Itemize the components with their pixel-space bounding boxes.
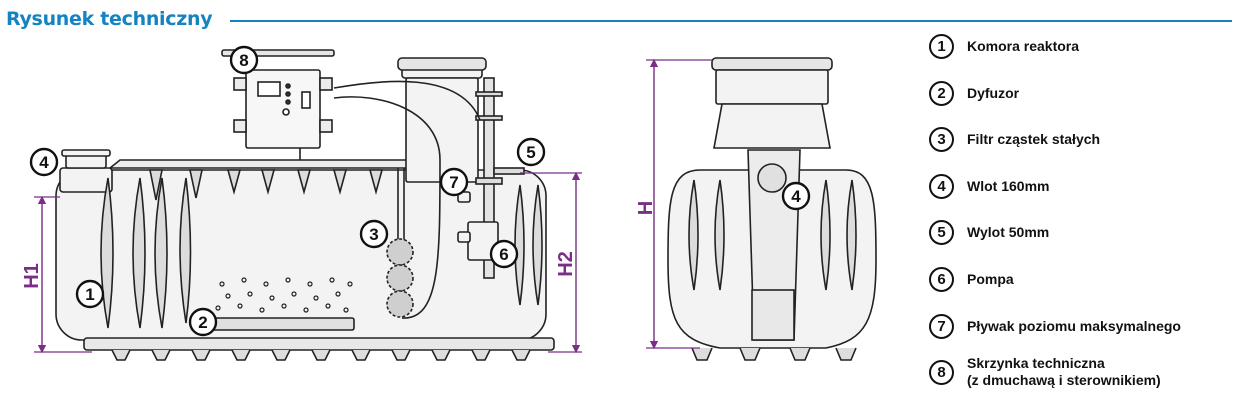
front-ribs (688, 179, 857, 291)
section-title: Rysunek techniczny (6, 8, 213, 30)
tank-feet (83, 337, 555, 361)
front-inlet-opening (757, 163, 787, 193)
inlet-pipe (59, 149, 113, 193)
callout-8: 8 (229, 45, 259, 75)
dimension-h1: H1 (21, 195, 92, 354)
legend-badge-6: 6 (929, 266, 954, 292)
svg-text:7: 7 (449, 173, 458, 192)
front-tower-ring (715, 69, 829, 105)
callout-6: 6 (489, 239, 519, 269)
legend-badge-1: 1 (929, 33, 954, 59)
legend-item-8: 8 Skrzynka techniczna (z dmuchawą i ster… (929, 352, 1161, 392)
tank-ribs (100, 169, 543, 329)
dimension-h: H (635, 58, 712, 350)
tank-top-rail (107, 159, 416, 169)
callouts: 8 4 5 7 3 6 1 2 4 (29, 45, 811, 337)
diffuser-bar (211, 317, 355, 331)
legend-label-8-line2: (z dmuchawą i sterownikiem) (967, 372, 1161, 388)
svg-text:6: 6 (499, 245, 508, 264)
callout-7: 7 (439, 167, 469, 197)
callout-4-front: 4 (781, 181, 811, 211)
legend-badge-7: 7 (929, 313, 954, 339)
legend-label-2: Dyfuzor (967, 84, 1020, 101)
manhole-tower (397, 57, 487, 183)
pump-assembly (457, 77, 525, 279)
legend-label-3: Filtr cząstek stałych (967, 130, 1101, 147)
legend-label-7: Pływak poziomu maksymalnego (967, 317, 1181, 334)
legend-badge-2: 2 (929, 80, 954, 106)
legend-badge-8: 8 (929, 359, 954, 385)
legend-item-5: 5 Wylot 50mm (929, 217, 1049, 247)
legend-item-1: 1 Komora reaktora (929, 31, 1079, 61)
callout-5: 5 (516, 137, 546, 167)
legend-badge-3: 3 (929, 126, 954, 152)
dimension-h1-label: H1 (21, 263, 43, 289)
particle-filter (386, 168, 414, 318)
legend-item-2: 2 Dyfuzor (929, 78, 1019, 108)
dimension-h-label: H (635, 201, 657, 215)
front-tower-cap (711, 57, 833, 71)
callout-1: 1 (75, 279, 105, 309)
svg-text:1: 1 (85, 285, 94, 304)
header-rule (230, 20, 1232, 22)
svg-text:4: 4 (791, 187, 801, 206)
legend-item-7: 7 Pływak poziomu maksymalnego (929, 311, 1181, 341)
legend-label-5: Wylot 50mm (967, 223, 1050, 240)
legend-label-6: Pompa (967, 270, 1014, 287)
front-tower-body (713, 103, 831, 149)
front-feet (691, 347, 857, 361)
svg-text:5: 5 (526, 143, 535, 162)
callout-4: 4 (29, 147, 59, 177)
callout-3: 3 (359, 219, 389, 249)
legend-item-4: 4 Wlot 160mm (929, 171, 1049, 201)
legend-item-3: 3 Filtr cząstek stałych (929, 124, 1100, 154)
callout-2: 2 (188, 307, 218, 337)
svg-text:8: 8 (239, 51, 248, 70)
legend-label-8: Skrzynka techniczna (z dmuchawą i sterow… (967, 355, 1161, 389)
dimension-h2: H2 (520, 171, 582, 354)
side-view (55, 49, 555, 361)
legend-badge-5: 5 (929, 219, 954, 245)
svg-text:2: 2 (198, 313, 207, 332)
svg-text:3: 3 (369, 225, 378, 244)
legend-label-8-line1: Skrzynka techniczna (967, 355, 1105, 371)
technical-box (221, 49, 335, 149)
air-bubbles (215, 277, 353, 313)
dimension-h2-label: H2 (555, 251, 577, 277)
legend-item-6: 6 Pompa (929, 264, 1014, 294)
air-hoses (299, 80, 481, 319)
front-view (667, 57, 877, 361)
legend-label-1: Komora reaktora (967, 37, 1080, 54)
legend-badge-4: 4 (929, 173, 954, 199)
legend-label-4: Wlot 160mm (967, 177, 1050, 194)
section-header: Rysunek techniczny (6, 6, 1232, 36)
svg-text:4: 4 (39, 153, 49, 172)
